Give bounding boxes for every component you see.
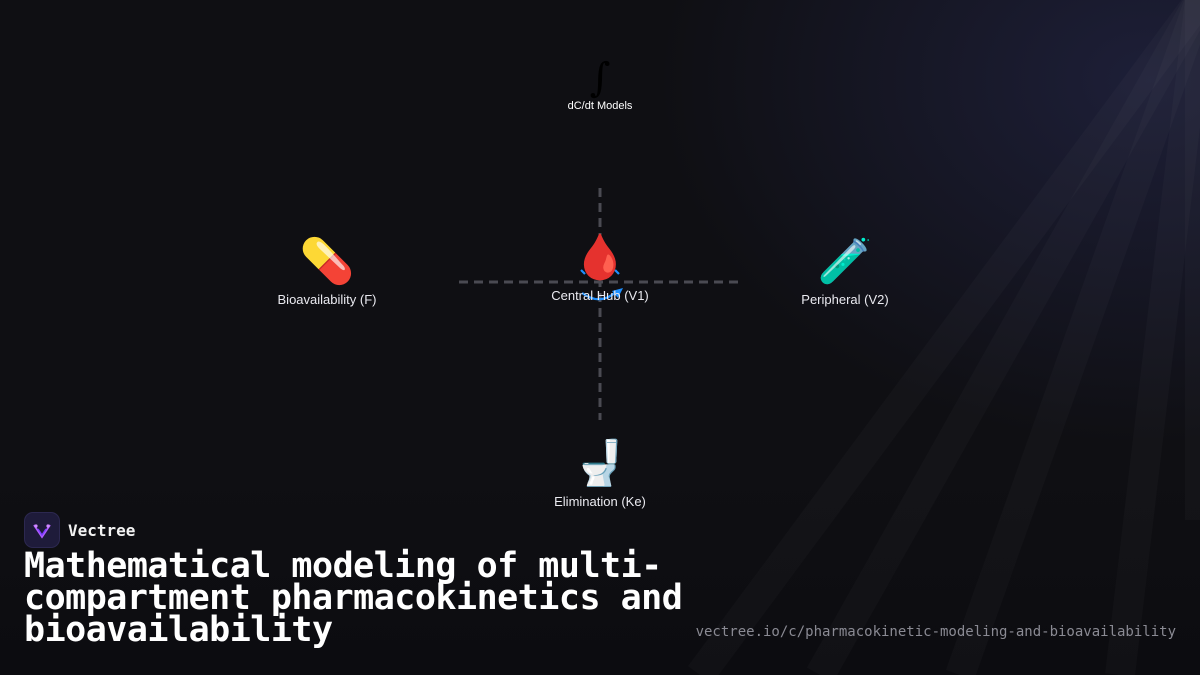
central-hub-node: 🩸 Central Hub (V1) [551, 232, 649, 304]
bioavailability-node: 💊 Bioavailability (F) [277, 236, 377, 308]
peripheral-label: Peripheral (V2) [801, 292, 889, 307]
brand: Vectree [24, 512, 135, 548]
brand-name: Vectree [68, 520, 136, 540]
page-url: vectree.io/c/pharmacokinetic-modeling-an… [695, 624, 1176, 640]
cycle-arrow-icon [580, 269, 620, 301]
elimination-node: 🚽 Elimination (Ke) [554, 438, 646, 510]
central-hub-label: Central Hub (V1) [551, 288, 649, 303]
elimination-label: Elimination (Ke) [554, 494, 646, 509]
pill-icon: 💊 [299, 236, 355, 287]
bioavailability-label: Bioavailability (F) [277, 292, 377, 307]
integral-icon: ∫ [589, 55, 611, 101]
vectree-logo-icon [24, 512, 60, 548]
model-node: ∫ dC/dt Models [568, 58, 633, 112]
test-tube-icon: 🧪 [817, 236, 873, 287]
blood-drop-icon: 🩸 [572, 232, 628, 283]
toilet-icon: 🚽 [572, 438, 628, 489]
model-node-label: dC/dt Models [567, 100, 633, 112]
peripheral-node: 🧪 Peripheral (V2) [801, 236, 889, 308]
page-title: Mathematical modeling of multi-compartme… [24, 546, 683, 650]
cycle-arrowhead-icon [612, 288, 623, 298]
